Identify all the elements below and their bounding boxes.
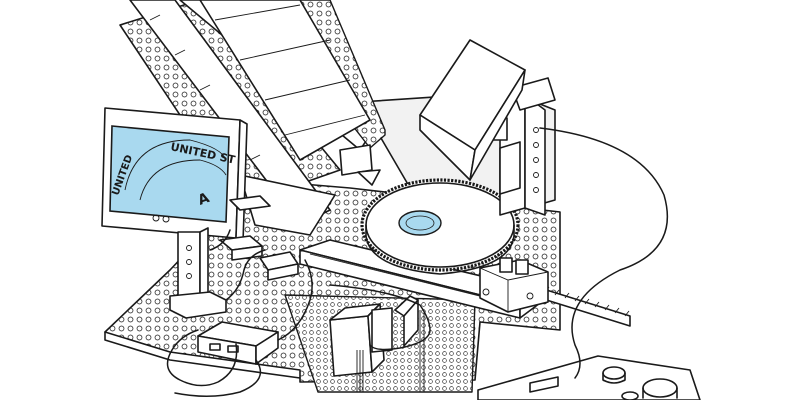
coin-on-disk — [398, 210, 442, 236]
knob-tiny — [621, 391, 639, 400]
hopper-tower — [119, 0, 386, 236]
light-panel — [419, 39, 526, 181]
monitor: UNITED ST UNITED A — [101, 107, 248, 243]
cable-controller-loop — [166, 329, 238, 387]
cable-stand-to-bricks — [225, 249, 266, 301]
cable-monitor — [209, 229, 231, 251]
rail-carriage — [479, 257, 549, 313]
control-panel — [477, 355, 701, 400]
knob-large — [642, 378, 678, 398]
small-bricks — [219, 195, 299, 281]
center-mechanism — [329, 295, 425, 392]
screen-coin-text-right: A — [196, 190, 212, 209]
monitor-screen — [109, 125, 230, 223]
camera-arm — [484, 77, 556, 216]
cable-rail-to-mechanism — [329, 284, 431, 351]
knob-small — [602, 366, 626, 380]
cable-camera-to-panel — [539, 127, 669, 379]
cable-controller-out — [174, 359, 262, 398]
monitor-stand — [169, 227, 227, 319]
cables — [166, 127, 669, 398]
control-panel-display — [529, 376, 559, 393]
controller-box — [197, 321, 279, 365]
cable-controller-to-rail — [277, 259, 313, 341]
